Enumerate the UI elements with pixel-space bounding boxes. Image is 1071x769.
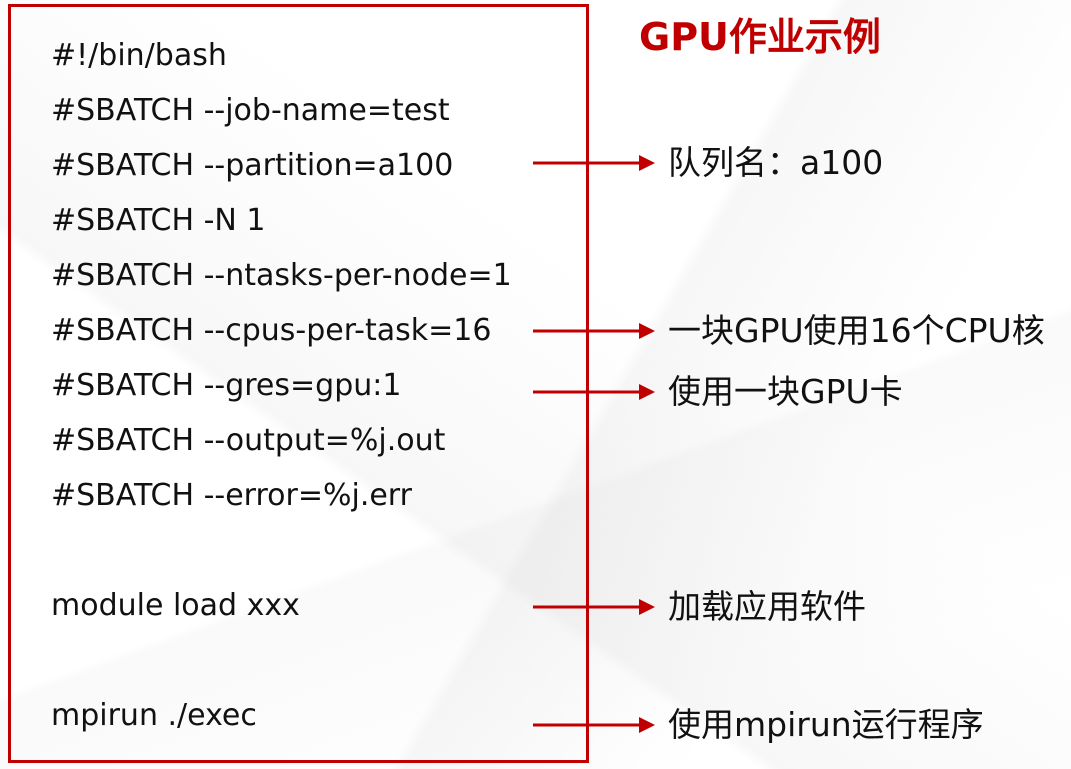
code-line-gres: #SBATCH --gres=gpu:1 <box>51 368 402 403</box>
code-line-ntasks: #SBATCH --ntasks-per-node=1 <box>51 258 512 293</box>
code-line-module-load: module load xxx <box>51 588 300 623</box>
page-title: GPU作业示例 <box>639 15 881 59</box>
code-line-mpirun: mpirun ./exec <box>51 698 257 733</box>
arrow-right-icon <box>533 599 655 615</box>
arrow-right-icon <box>533 155 655 171</box>
code-line-nodes: #SBATCH -N 1 <box>51 203 266 238</box>
code-line-shebang: #!/bin/bash <box>51 38 227 73</box>
code-line-cpus: #SBATCH --cpus-per-task=16 <box>51 313 492 348</box>
annotation-text: 一块GPU使用16个CPU核 <box>668 311 1045 350</box>
annotation-text: 使用一块GPU卡 <box>668 372 903 411</box>
annotation-text: 加载应用软件 <box>668 587 866 626</box>
code-line-output: #SBATCH --output=%j.out <box>51 423 446 458</box>
code-line-error: #SBATCH --error=%j.err <box>51 478 412 513</box>
annotation-text: 队列名：a100 <box>668 143 884 182</box>
annotation-text: 使用mpirun运行程序 <box>668 705 984 744</box>
code-line-partition: #SBATCH --partition=a100 <box>51 148 454 183</box>
arrow-right-icon <box>533 384 655 400</box>
script-box <box>8 4 589 763</box>
code-line-job-name: #SBATCH --job-name=test <box>51 93 450 128</box>
arrow-right-icon <box>533 323 655 339</box>
arrow-right-icon <box>533 717 655 733</box>
